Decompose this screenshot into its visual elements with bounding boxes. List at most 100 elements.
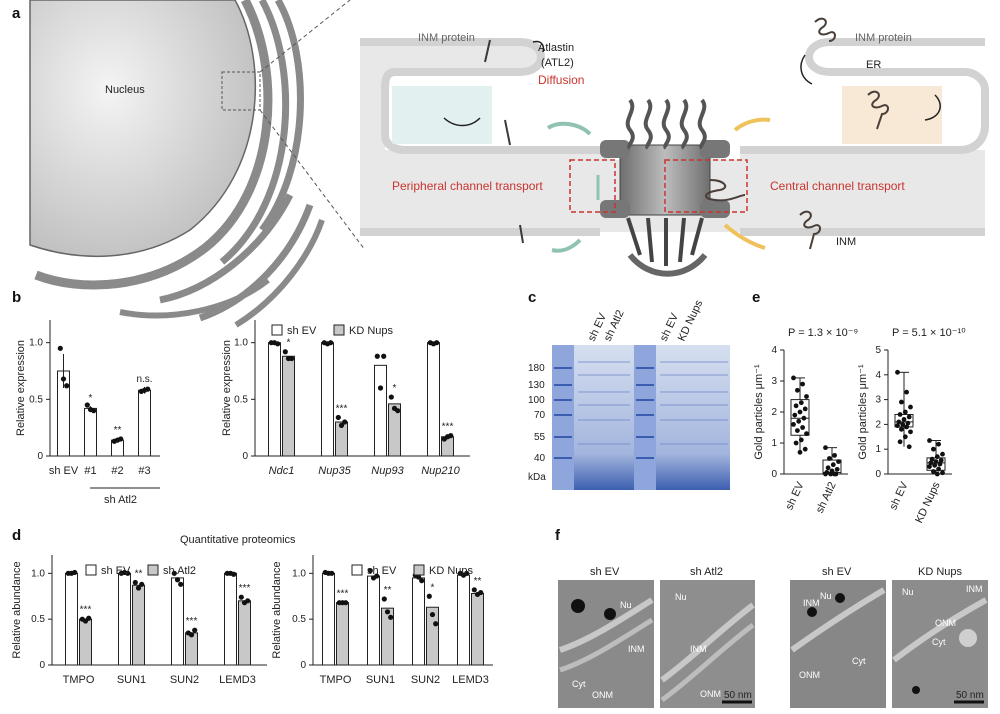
b-left-data-point [91,408,97,414]
b-right-x-label: Ndc1 [269,465,295,477]
nucleus-label: Nucleus [105,84,145,96]
em-label-cyt-4: Cyt [932,637,946,647]
e-left-data-point [798,400,804,406]
d-left-bar [65,572,78,666]
b-right-x-label: Nup210 [421,465,460,477]
b-left-y-axis-label: Relative expression [15,340,27,436]
d-right-bar [471,593,484,666]
d-right-data-point [433,621,439,627]
b-right-significance: *** [442,422,454,433]
e-left-data-point [802,446,808,452]
e-right-data-point [927,438,932,443]
d-right-data-point [415,574,422,580]
b-right-bar [282,355,295,457]
panel-label-a: a [12,5,21,22]
d-left-bar [79,618,92,666]
gel-marker-40: 40 [534,453,546,464]
e-left-data-point [791,422,796,427]
b-left-significance: ** [114,425,122,436]
d-right-data-point [343,600,349,606]
em-label-onm-3: ONM [799,670,820,680]
d-left-x-label: SUN1 [117,674,146,686]
e-left-data-point [830,462,836,468]
em-label-cyt: Cyt [572,679,586,689]
em-title-2: sh Atl2 [690,566,723,578]
d-right-bar [367,575,380,666]
d-right-data-point [367,567,373,574]
e-left-data-point [795,387,800,393]
d-left-data-point [231,571,237,577]
e-left-data-point [823,471,828,477]
panel-label-d: d [12,527,21,544]
legend-b: sh EV KD Nups [271,324,394,337]
e-right-y-tick-label: 3 [875,395,881,406]
em-label-inm-4: INM [966,584,983,594]
em-gold-particle [604,608,616,620]
e-right-data-point [895,423,900,429]
gel-unit: kDa [528,472,546,483]
b-left-data-point [57,345,63,351]
e-right-y-tick-label: 0 [875,469,881,480]
b-left-bar [138,389,151,457]
legend-d-left: sh EV sh Atl2 [85,564,196,577]
e-right-data-point [937,461,943,467]
e-left-data-point [832,453,837,458]
e-right-data-point [929,456,935,462]
d-left-x-label: LEMD3 [219,674,256,686]
legend-d1-ev: sh EV [101,565,131,577]
panel-label-b: b [12,289,21,306]
b-right-data-point [395,408,401,414]
em-title-4: KD Nups [918,566,963,578]
e-left-data-point [802,406,808,412]
e-right-data-point [931,469,936,474]
e-right-data-point [899,426,904,432]
d-left-data-point [72,569,78,576]
nucleus-drawing [29,0,366,328]
e-left-y-tick-label: 4 [771,345,777,356]
gel-image [552,345,730,490]
em-label-cyt-3: Cyt [852,656,866,666]
d-left-data-point [245,598,251,604]
b-right-data-point [434,340,440,346]
scale-label-1: 50 nm [724,690,752,701]
e-right-data-point [933,459,939,464]
e-left-data-point [797,409,803,415]
em-label-nu-3: Nu [820,591,832,601]
b-right-significance: * [287,338,291,349]
gel-marker-55: 55 [534,432,546,443]
e-right-data-point [936,441,941,447]
d-left-bar [238,600,251,666]
e-left-y-tick-label: 2 [771,407,777,418]
em-label-nu-4: Nu [902,587,914,597]
d-right-significance: ** [474,576,482,587]
d-left-significance: *** [186,616,198,627]
legend-d2-kd: KD Nups [429,565,474,577]
inm-protein-left-label: INM protein [418,32,475,44]
d-left-bar [224,572,237,666]
e-right-data-point [905,420,911,426]
d-right-data-point [419,578,425,584]
em-gold-particle [807,607,817,617]
b-right-data-point [338,422,345,428]
peripheral-transport-label: Peripheral channel transport [392,179,543,193]
b-right-x-label: Nup35 [318,465,351,477]
e-right-data-point [904,424,909,430]
e-left-box [790,399,810,436]
em-label-onm-2: ONM [700,689,721,699]
nuclear-envelope-drawing [360,17,989,277]
d-right-y-tick-label: 0 [300,660,306,671]
e-right-data-point [902,409,908,415]
e-right-data-point [931,446,936,452]
b-left-data-point [118,436,124,442]
b-right-y-tick-label: 1.0 [234,338,248,349]
d-right-data-point [384,609,391,615]
panel-label-c: c [528,289,536,306]
d-right-data-point [329,570,335,576]
b-left-x-label: #3 [138,465,150,477]
e-right-data-point [927,464,932,469]
b-left-bar [84,407,97,457]
b-right-bar [388,403,401,457]
d-right-bar [322,572,335,666]
